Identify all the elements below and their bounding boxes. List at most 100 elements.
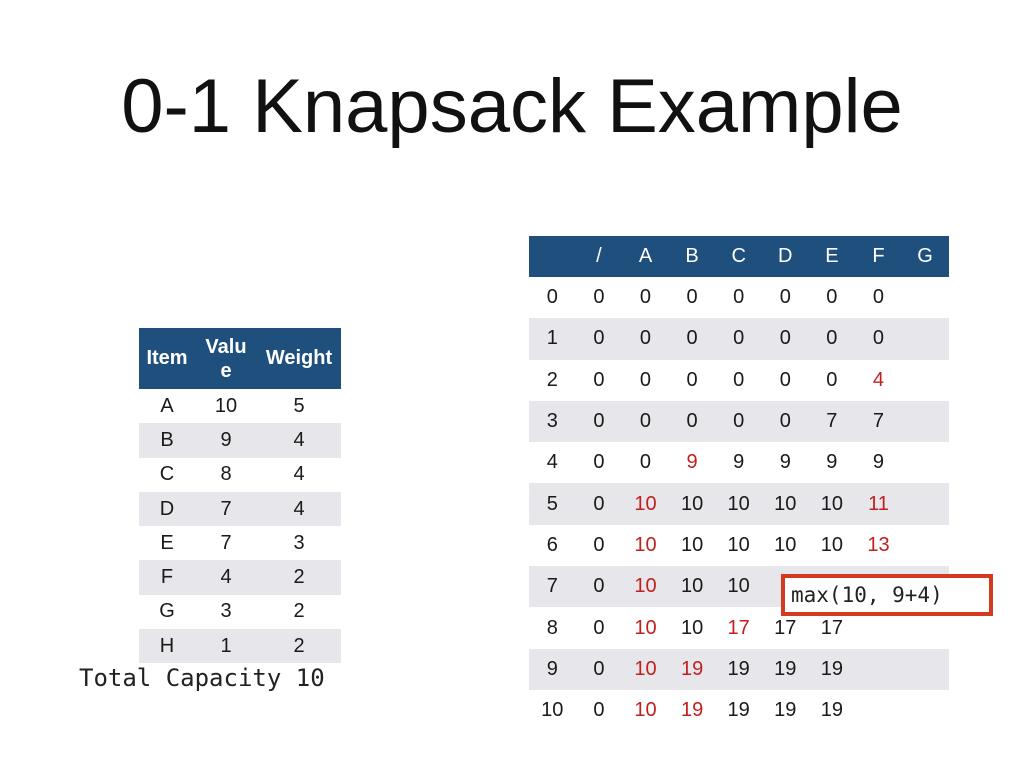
max-annotation-box: max(10, 9+4) (781, 574, 993, 616)
dp-value-cell: 10 (634, 492, 657, 515)
dp-header-cell: C (731, 245, 746, 267)
dp-value-cell: 0 (593, 410, 605, 433)
dp-value-cell: 9 (872, 451, 885, 474)
item-weight: 2 (293, 600, 305, 623)
dp-value-cell: 0 (779, 327, 791, 350)
dp-value-cell: 9 (686, 451, 698, 474)
item-name: E (160, 531, 174, 554)
dp-value-cell: 0 (686, 368, 698, 391)
dp-value-cell: 13 (867, 533, 890, 556)
dp-row: 10 0 10 19 19 19 19 (529, 690, 949, 731)
items-header-item: Item (146, 347, 188, 369)
item-row: C 8 4 (139, 458, 341, 492)
dp-capacity-cell: 0 (546, 286, 558, 309)
dp-header-cell: E (825, 245, 839, 267)
dp-value-cell: 0 (593, 286, 605, 309)
dp-value-cell: 0 (593, 657, 605, 680)
dp-capacity-cell: 8 (546, 616, 558, 639)
dp-value-cell: 0 (686, 286, 698, 309)
dp-value-cell: 0 (639, 451, 652, 474)
dp-value-cell: 0 (872, 286, 885, 309)
item-weight: 2 (293, 634, 305, 657)
dp-value-cell: 0 (779, 368, 791, 391)
dp-value-cell: 10 (634, 616, 657, 639)
dp-value-cell: 4 (872, 368, 885, 391)
dp-value-cell: 0 (779, 410, 791, 433)
dp-value-cell: 19 (820, 657, 843, 680)
dp-value-cell: 19 (774, 657, 797, 680)
dp-value-cell: 10 (680, 616, 704, 639)
dp-value-cell: 10 (634, 575, 657, 598)
dp-value-cell: 7 (872, 410, 885, 433)
dp-value-cell: 10 (634, 699, 657, 722)
dp-value-cell: 11 (868, 492, 889, 515)
dp-capacity-cell: 10 (541, 699, 564, 722)
dp-value-cell: 19 (680, 699, 704, 722)
item-name: C (159, 463, 175, 486)
item-value: 3 (220, 600, 232, 623)
dp-value-cell: 0 (593, 368, 605, 391)
dp-capacity-cell: 4 (546, 451, 558, 474)
dp-value-cell: 0 (593, 616, 605, 639)
dp-header-cell: F (872, 245, 885, 267)
dp-value-cell: 9 (826, 451, 838, 474)
dp-capacity-cell: 9 (546, 657, 558, 680)
item-row: G 3 2 (139, 595, 341, 629)
item-value: 4 (220, 566, 232, 589)
total-capacity-label: Total Capacity 10 (79, 664, 325, 692)
item-name: H (159, 634, 175, 657)
dp-value-cell: 10 (727, 533, 750, 556)
dp-value-cell: 19 (680, 657, 704, 680)
items-header-weight: Weight (265, 347, 333, 369)
dp-value-cell: 0 (686, 410, 698, 433)
dp-value-cell: 7 (826, 410, 838, 433)
dp-value-cell: 0 (593, 492, 605, 515)
dp-capacity-cell: 5 (546, 492, 558, 515)
dp-value-cell: 0 (733, 327, 745, 350)
dp-header-cell: B (685, 245, 699, 267)
dp-value-cell: 19 (727, 657, 750, 680)
dp-value-cell: 0 (872, 327, 885, 350)
item-value: 8 (220, 463, 232, 486)
dp-value-cell: 19 (727, 699, 750, 722)
dp-value-cell: 0 (733, 410, 745, 433)
dp-value-cell: 17 (820, 616, 843, 639)
item-name: G (159, 600, 175, 623)
dp-header-cell: / (596, 245, 602, 267)
item-weight: 4 (293, 463, 305, 486)
dp-capacity-cell: 7 (546, 575, 558, 598)
dp-value-cell: 0 (593, 451, 605, 474)
item-weight: 3 (293, 531, 305, 554)
dp-value-cell: 0 (826, 286, 838, 309)
dp-value-cell: 10 (680, 533, 704, 556)
dp-value-cell: 10 (820, 492, 843, 515)
dp-value-cell: 0 (826, 327, 838, 350)
dp-value-cell: 17 (774, 616, 797, 639)
dp-value-cell: 10 (820, 533, 843, 556)
dp-header-cell: G (917, 245, 933, 267)
dp-header-cell: D (778, 245, 793, 267)
item-weight: 2 (293, 566, 305, 589)
dp-value-cell: 19 (820, 699, 843, 722)
dp-value-cell: 0 (593, 533, 605, 556)
item-weight: 4 (293, 497, 305, 520)
dp-value-cell: 0 (639, 410, 652, 433)
dp-value-cell: 19 (774, 699, 797, 722)
dp-value-cell: 0 (593, 699, 605, 722)
dp-value-cell: 0 (639, 368, 652, 391)
